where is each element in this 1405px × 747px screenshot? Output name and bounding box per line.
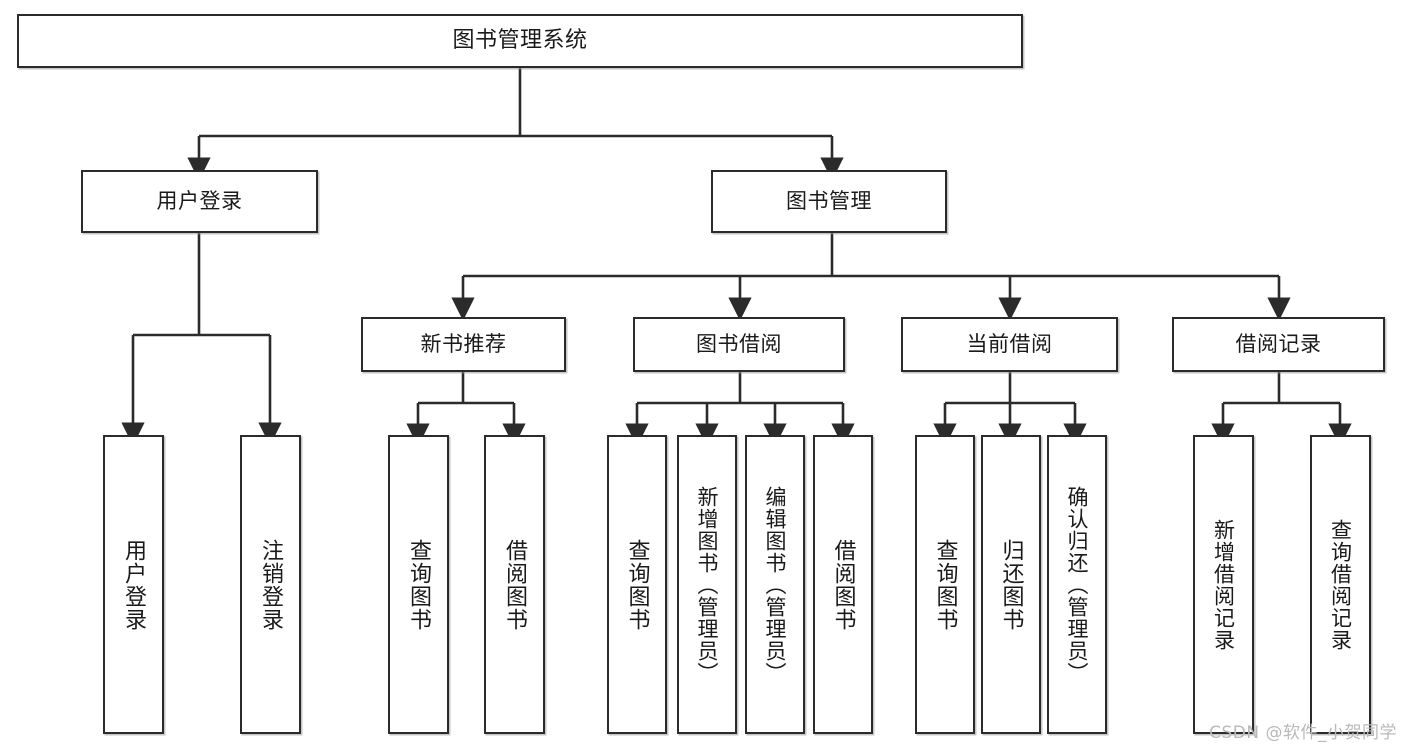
node-new-book-recommend[interactable]: 新书推荐 <box>361 317 566 372</box>
node-leaf-return-books[interactable]: 归还图书 <box>981 435 1041 734</box>
node-label: 确认归还（管理员） <box>1065 485 1090 684</box>
node-leaf-confirm-return-admin[interactable]: 确认归还（管理员） <box>1047 435 1107 734</box>
node-label: 查询图书 <box>624 538 650 631</box>
watermark-text: CSDN @软件_小贺同学 <box>1209 723 1397 743</box>
node-leaf-query-books-newbook[interactable]: 查询图书 <box>388 435 449 734</box>
node-label: 注销登录 <box>258 538 284 631</box>
node-label: 新增图书（管理员） <box>695 485 720 684</box>
node-label: 图书管理 <box>786 189 872 214</box>
node-label: 借阅图书 <box>502 538 528 631</box>
node-leaf-add-book-admin[interactable]: 新增图书（管理员） <box>677 435 737 734</box>
node-label: 图书借阅 <box>696 332 782 357</box>
node-label: 借阅图书 <box>830 538 856 631</box>
node-label: 当前借阅 <box>966 332 1053 357</box>
node-label: 归还图书 <box>998 538 1024 631</box>
node-label: 用户登录 <box>156 189 243 214</box>
node-leaf-borrow-books-newbook[interactable]: 借阅图书 <box>484 435 545 734</box>
node-label: 借阅记录 <box>1235 332 1322 357</box>
node-leaf-add-borrow-record[interactable]: 新增借阅记录 <box>1193 435 1254 734</box>
node-leaf-logout[interactable]: 注销登录 <box>240 435 301 734</box>
node-leaf-query-books-current[interactable]: 查询图书 <box>915 435 975 734</box>
node-label: 编辑图书（管理员） <box>763 485 788 684</box>
node-leaf-borrow-books-borrow[interactable]: 借阅图书 <box>813 435 873 734</box>
node-label: 图书管理系统 <box>452 28 588 54</box>
node-leaf-query-books-borrow[interactable]: 查询图书 <box>607 435 667 734</box>
node-user-login[interactable]: 用户登录 <box>81 170 318 233</box>
node-label: 新增借阅记录 <box>1211 518 1236 651</box>
node-label: 用户登录 <box>121 538 147 631</box>
node-leaf-user-login[interactable]: 用户登录 <box>103 435 164 734</box>
node-label: 查询图书 <box>406 538 432 631</box>
node-leaf-edit-book-admin[interactable]: 编辑图书（管理员） <box>745 435 805 734</box>
node-label: 新书推荐 <box>420 332 507 357</box>
node-leaf-query-borrow-record[interactable]: 查询借阅记录 <box>1310 435 1371 734</box>
node-label: 查询图书 <box>932 538 958 631</box>
node-label: 查询借阅记录 <box>1328 518 1353 651</box>
node-root-book-management-system[interactable]: 图书管理系统 <box>17 14 1023 68</box>
node-current-borrow[interactable]: 当前借阅 <box>901 317 1118 372</box>
node-book-management[interactable]: 图书管理 <box>711 170 947 233</box>
node-book-borrow[interactable]: 图书借阅 <box>633 317 845 372</box>
node-borrow-records[interactable]: 借阅记录 <box>1172 317 1385 372</box>
